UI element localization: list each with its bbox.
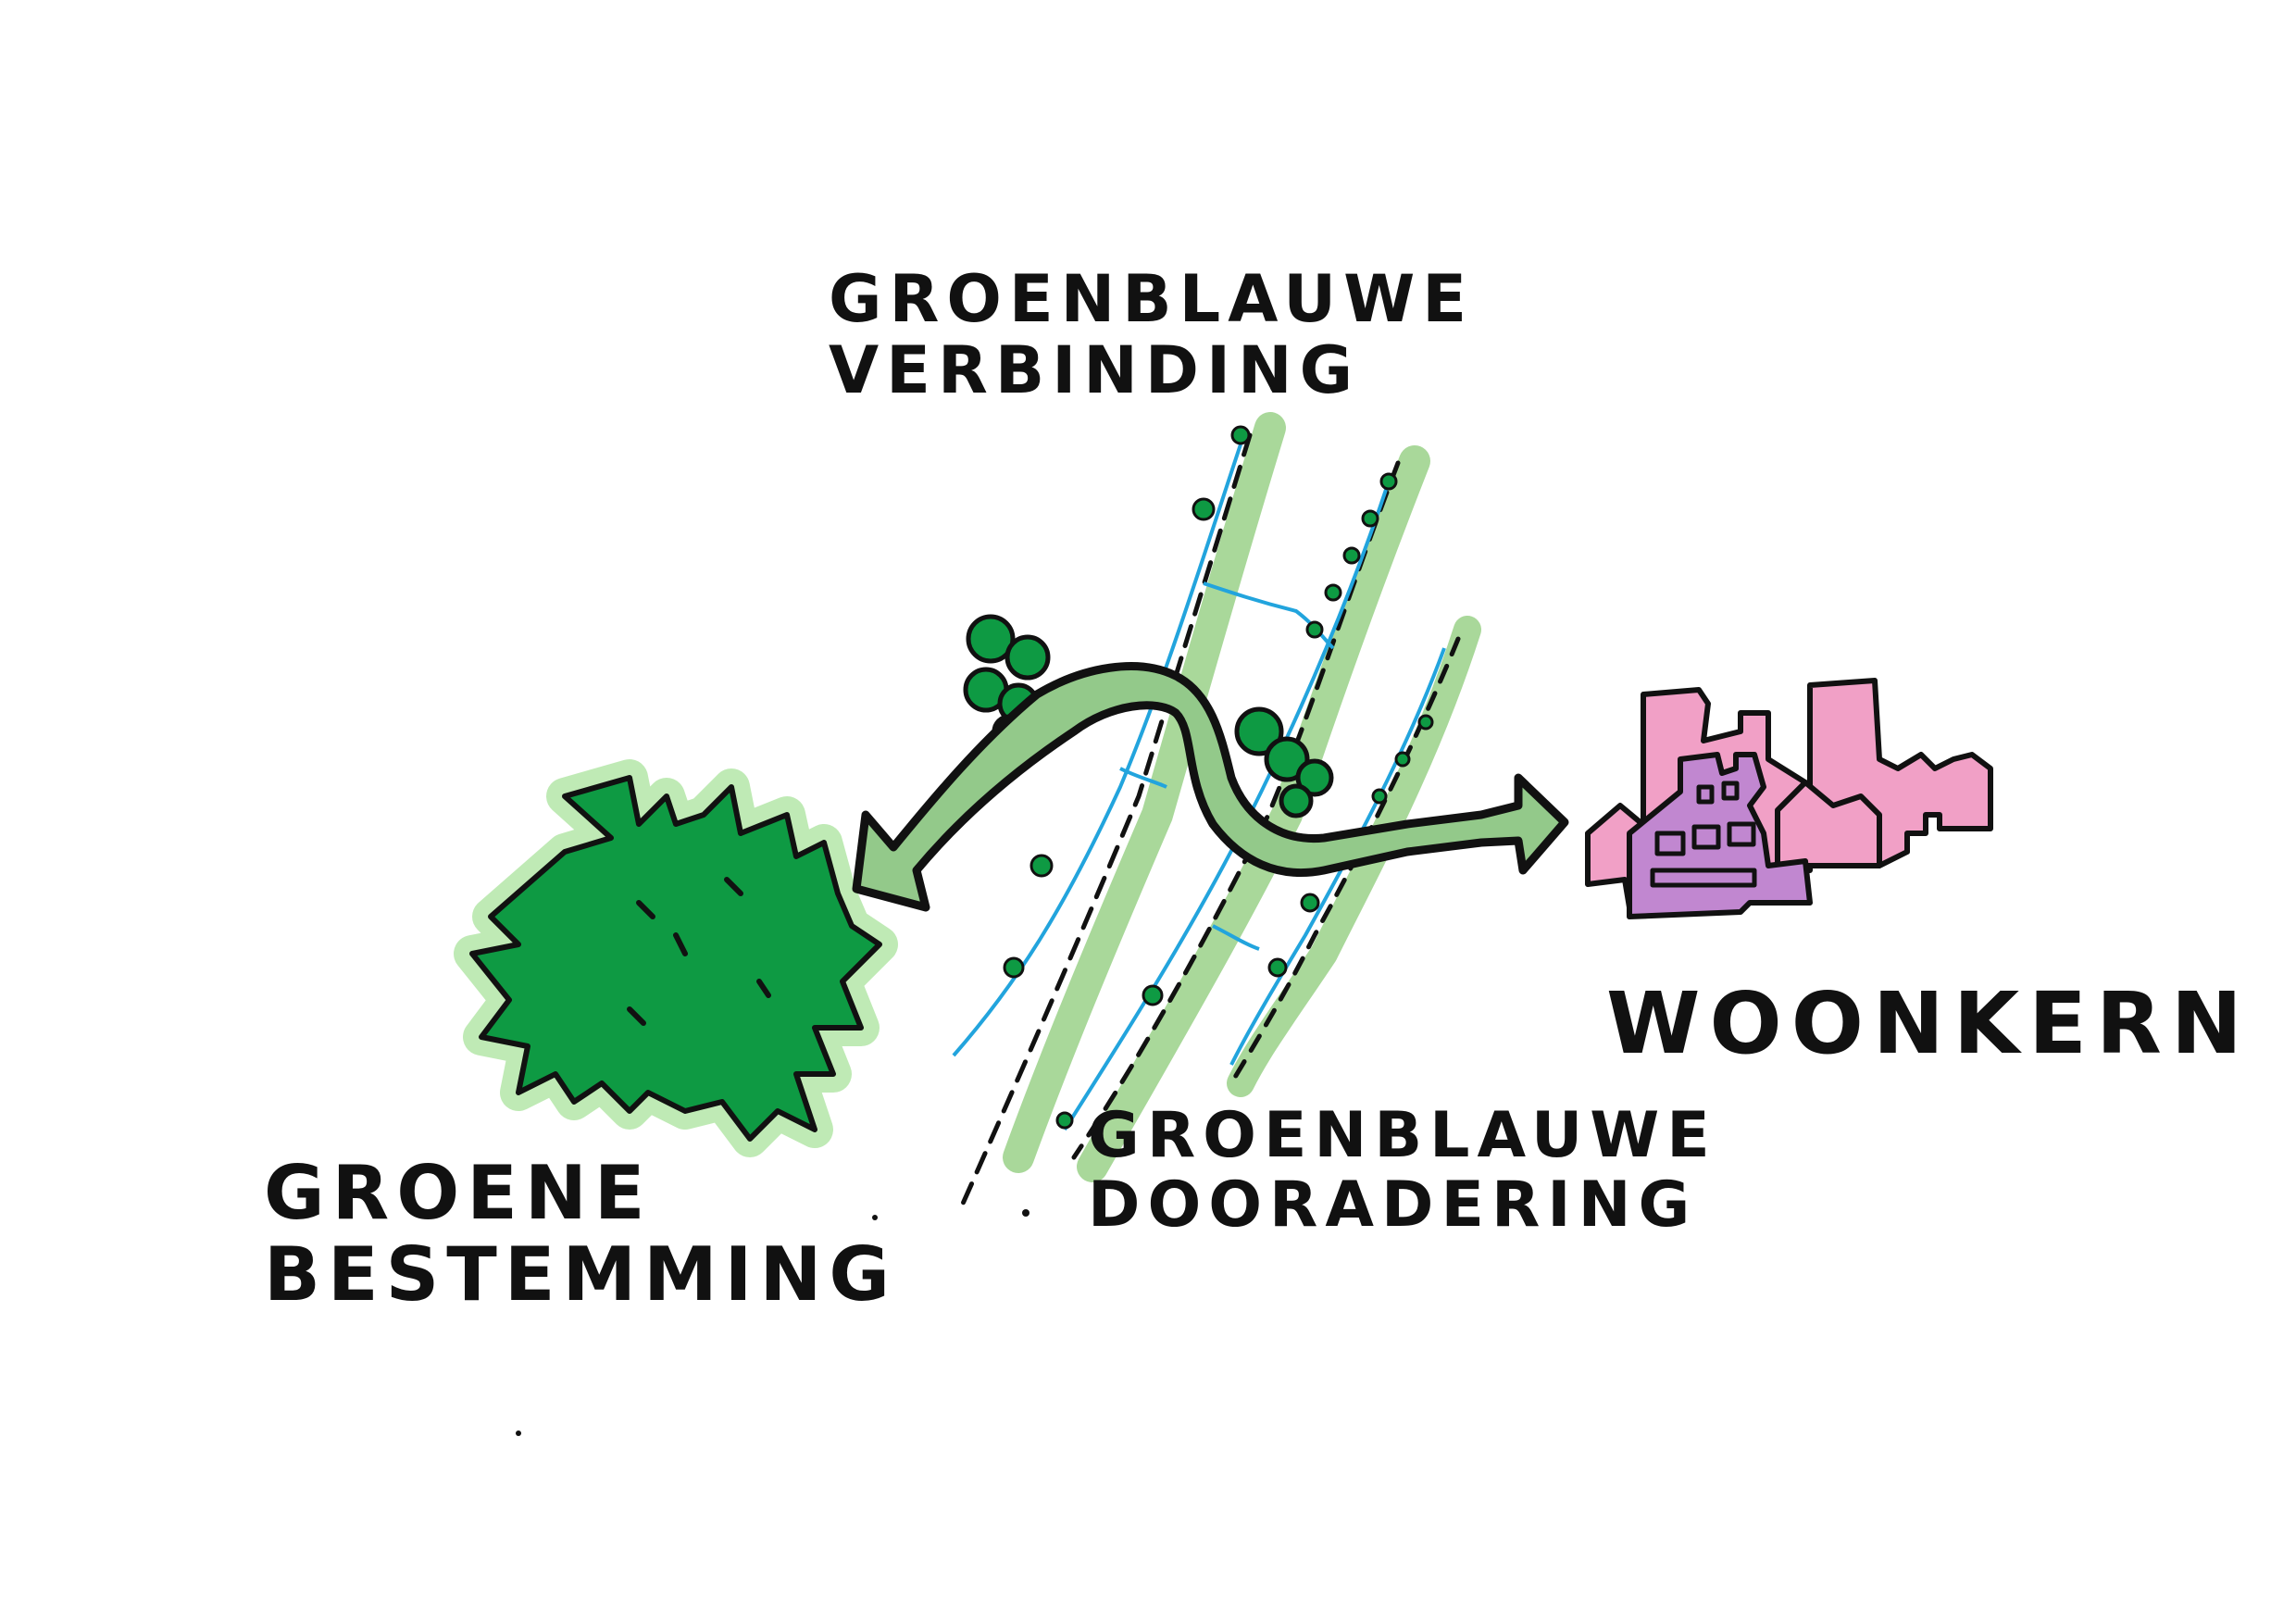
- residential-core: [1585, 678, 1993, 919]
- label-groenblauwe-dooradering: GROENBLAUWE DOORADERING: [1088, 1099, 1717, 1242]
- tree-dot: [1324, 583, 1342, 602]
- stream-right: [1229, 647, 1446, 1066]
- stray-dots: [516, 381, 1281, 1436]
- corridor-left-bank: [1003, 412, 1286, 1173]
- green-destination: [454, 759, 898, 1157]
- tree-dot: [1300, 893, 1320, 913]
- tree: [1234, 706, 1284, 756]
- stream-link-2: [1119, 767, 1167, 789]
- corridor-left-edge: [960, 432, 1253, 1206]
- tree-dot: [1230, 425, 1251, 445]
- tree-dot: [1417, 714, 1434, 731]
- doorway-band: [1650, 868, 1757, 888]
- tree: [966, 614, 1016, 664]
- label-woonkern: WOONKERN: [1606, 974, 2252, 1073]
- tree-dot: [1142, 984, 1164, 1006]
- window: [1721, 781, 1740, 801]
- tree: [1264, 736, 1310, 782]
- tree-dot: [1267, 957, 1288, 978]
- stream-link-1: [1203, 581, 1335, 650]
- green-destination-forest: [469, 775, 882, 1142]
- window: [1691, 824, 1721, 850]
- connection-arrow: [852, 662, 1569, 912]
- tree-dot: [1055, 1111, 1074, 1130]
- tree-dot: [1361, 509, 1379, 528]
- tree: [1004, 634, 1051, 681]
- tree-dot: [1379, 472, 1398, 491]
- tree-dot: [1371, 788, 1388, 805]
- corridor-middle-edge: [1071, 460, 1401, 1160]
- center-building-windows: [1650, 781, 1757, 888]
- label-line: VERBINDING: [829, 332, 1361, 408]
- tree: [1279, 783, 1314, 818]
- label-groene-bestemming: GROENE BESTEMMING: [264, 1153, 897, 1316]
- tree-dot: [1192, 497, 1216, 521]
- tree-cluster-center: [1234, 706, 1334, 818]
- arrow-body: [852, 662, 1569, 912]
- label-line: GROENBLAUWE: [829, 261, 1475, 337]
- label-line: GROENBLAUWE: [1088, 1099, 1717, 1172]
- tree-dot: [1029, 854, 1054, 878]
- label-line: DOORADERING: [1088, 1168, 1698, 1242]
- corridors: [952, 412, 1481, 1206]
- label-line: GROENE: [264, 1150, 653, 1236]
- tree-dot: [1394, 751, 1411, 768]
- window: [1654, 831, 1686, 856]
- label-line: BESTEMMING: [264, 1231, 898, 1318]
- stream-left: [952, 443, 1242, 1057]
- forest-marks: [627, 877, 771, 1026]
- label-groenblauwe-verbinding: GROENBLAUWE VERBINDING: [829, 264, 1474, 406]
- tree-dot: [1305, 620, 1324, 639]
- tree-dot: [1003, 956, 1025, 979]
- tree-dot: [1342, 546, 1361, 565]
- window: [1696, 784, 1715, 805]
- window: [1727, 821, 1756, 847]
- corridor-trees: [1003, 425, 1434, 1130]
- tree: [1295, 758, 1334, 797]
- stream-link-3: [1212, 924, 1260, 951]
